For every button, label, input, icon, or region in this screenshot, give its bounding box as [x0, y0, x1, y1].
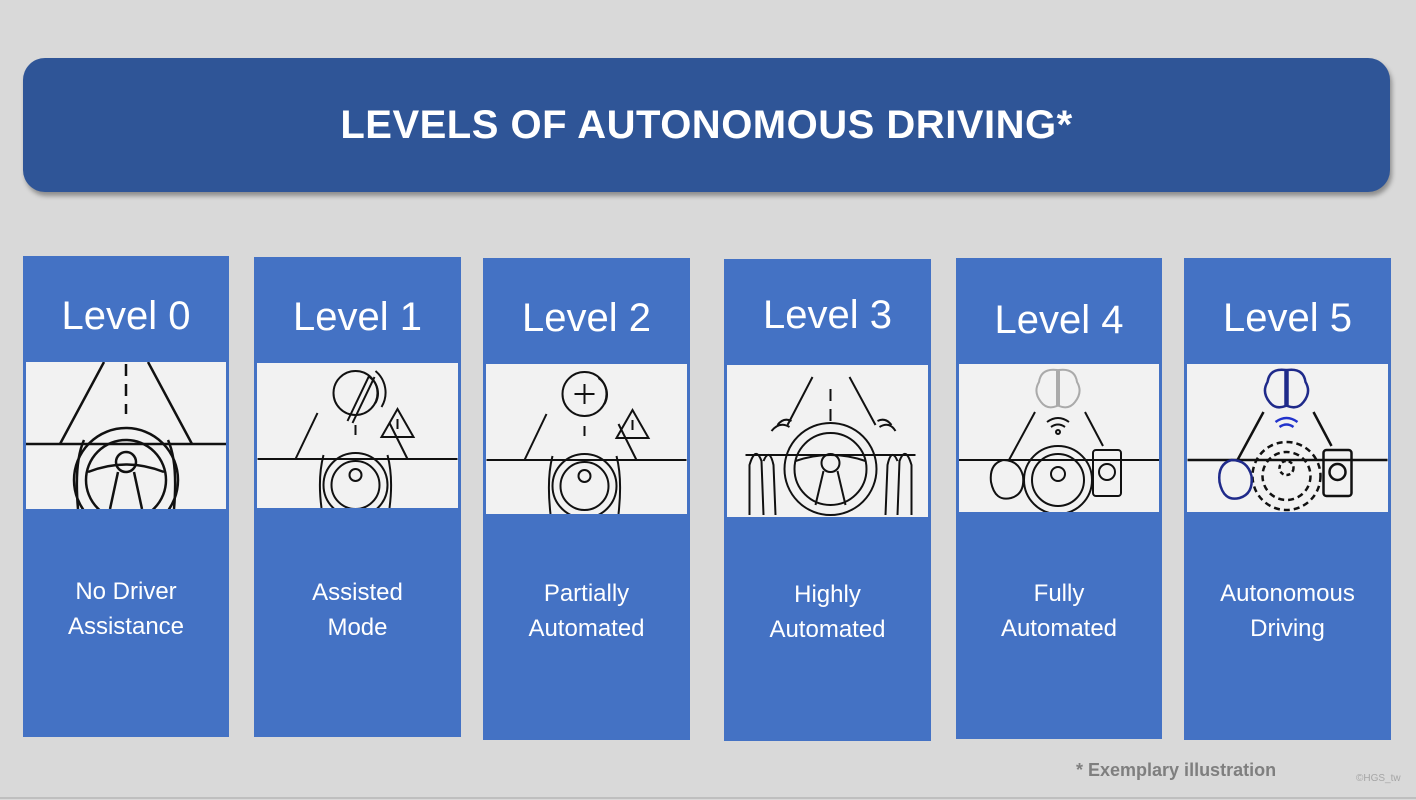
hands-off-steering-icon — [727, 365, 928, 517]
page-title: LEVELS OF AUTONOMOUS DRIVING* — [340, 102, 1073, 147]
level-description: Highly Automated — [769, 581, 886, 643]
level-description: No Driver Assistance — [67, 578, 185, 640]
level-description: Partially Automated — [528, 580, 645, 642]
level-3-card: Level 3 Highly Automated — [724, 259, 931, 741]
level-0-card: Level 0 No Driver Assistance — [23, 256, 229, 737]
steering-wheel-hands-on-icon — [26, 362, 226, 509]
title-banner: LEVELS OF AUTONOMOUS DRIVING* — [23, 58, 1390, 192]
brain-wireless-dashed-steering-icon — [1187, 364, 1388, 512]
level-description: Assisted Mode — [312, 579, 403, 641]
copyright: ©HGS_tw — [1356, 773, 1401, 784]
level-5-card: Level 5 Autonomous Driving — [1184, 258, 1391, 740]
speedometer-plus-warning-icon — [486, 364, 687, 514]
footnote: * Exemplary illustration — [1076, 760, 1277, 780]
level-1-card: Level 1 Assisted Mode — [254, 257, 461, 737]
level-label: Level 0 — [61, 294, 191, 338]
level-label: Level 4 — [994, 298, 1124, 342]
level-2-card: Level 2 Partially Automated — [483, 258, 690, 740]
level-label: Level 3 — [763, 293, 892, 337]
speedometer-warning-icon — [257, 363, 458, 508]
level-label: Level 2 — [522, 296, 651, 340]
level-description: Autonomous Driving — [1220, 580, 1355, 642]
divider — [0, 797, 1416, 799]
level-label: Level 5 — [1223, 296, 1352, 340]
level-label: Level 1 — [293, 295, 422, 339]
brain-wireless-steering-icon — [959, 364, 1159, 512]
level-description: Fully Automated — [1000, 580, 1118, 642]
level-4-card: Level 4 Fully Automated — [956, 258, 1162, 739]
